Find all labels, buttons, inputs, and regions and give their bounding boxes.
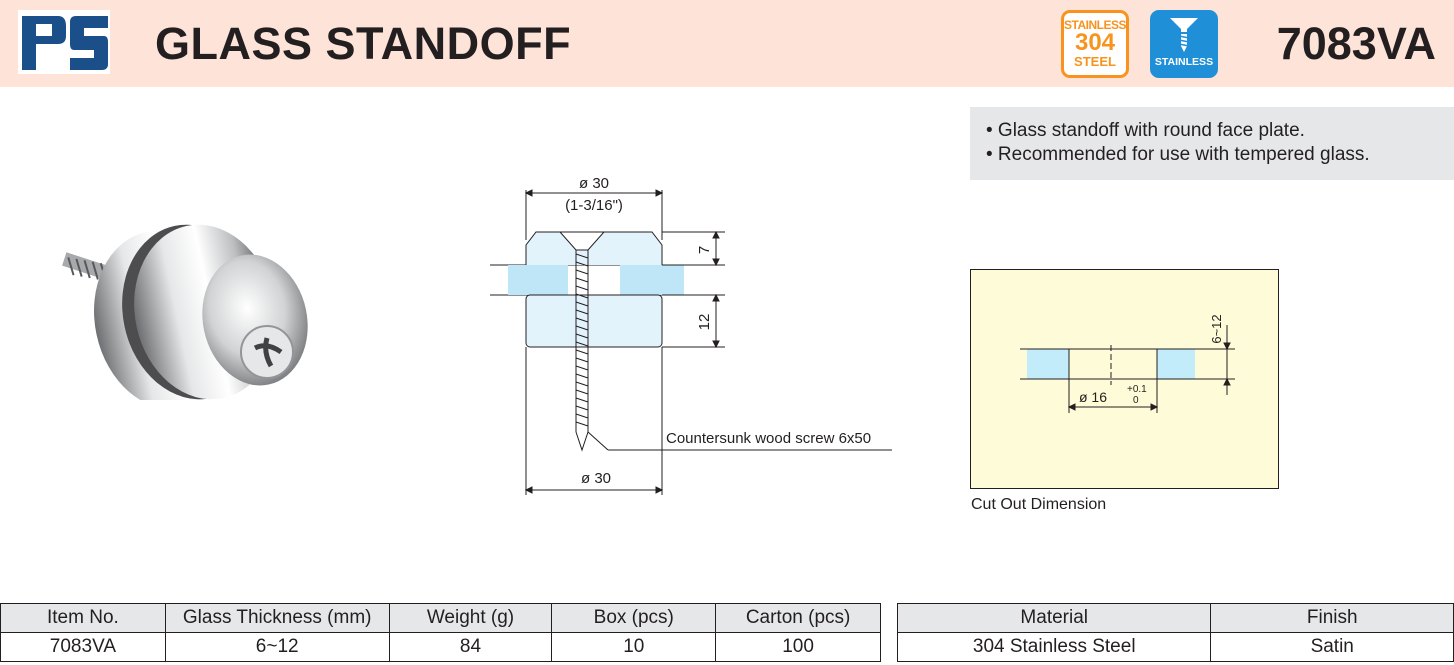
table-cell: Satin	[1210, 632, 1454, 662]
spec-table: Item No. Glass Thickness (mm) Weight (g)…	[0, 603, 881, 662]
col-header: Glass Thickness (mm)	[164, 603, 390, 633]
badge-stainless-label: STAINLESS	[1154, 56, 1214, 68]
page-title: GLASS STANDOFF	[155, 18, 572, 69]
cutout-hole: ø 16	[1079, 389, 1107, 405]
col-header: Carton (pcs)	[715, 603, 881, 633]
cutout-tol-plus: +0.1	[1127, 384, 1147, 395]
technical-drawing: ø 30 (1-3/16") 7 12 Countersunk wood scr…	[490, 175, 892, 495]
dim-top-inch: (1-3/16")	[565, 197, 623, 214]
col-header: Item No.	[0, 603, 166, 633]
dim-cap-height: 7	[696, 246, 713, 254]
table-cell: 100	[715, 632, 881, 662]
finish-table: Material Finish 304 Stainless Steel Sati…	[896, 603, 1454, 662]
note-item: • Glass standoff with round face plate.	[986, 120, 1305, 141]
dim-bottom-diameter: ø 30	[581, 470, 611, 487]
product-photo	[62, 224, 308, 400]
product-notes: • Glass standoff with round face plate. …	[970, 107, 1454, 180]
table-header-row: Item No. Glass Thickness (mm) Weight (g)…	[0, 603, 881, 633]
badge-line1: STAINLESS	[1064, 18, 1126, 32]
col-header: Finish	[1210, 603, 1454, 633]
cutout-thickness: 6~12	[1209, 314, 1224, 343]
table-cell: 6~12	[164, 632, 390, 662]
dim-base-height: 12	[696, 314, 713, 331]
col-header: Box (pcs)	[551, 603, 717, 633]
col-header: Weight (g)	[388, 603, 553, 633]
stainless-304-badge: STAINLESS 304 STEEL	[1061, 10, 1129, 78]
table-row: 7083VA 6~12 84 10 100	[0, 632, 881, 662]
model-number: 7083VA	[1276, 18, 1436, 69]
table-row: 304 Stainless Steel Satin	[896, 632, 1454, 662]
col-header: Material	[896, 603, 1212, 633]
stainless-screw-badge: STAINLESS	[1150, 10, 1218, 78]
badge-line3: STEEL	[1074, 54, 1116, 69]
table-cell: 10	[551, 632, 717, 662]
screw-icon	[1170, 18, 1198, 52]
badge-line2: 304	[1074, 29, 1116, 56]
table-cell: 84	[388, 632, 553, 662]
table-cell: 304 Stainless Steel	[896, 632, 1212, 662]
cutout-tol-zero: 0	[1133, 395, 1139, 406]
cutout-caption: Cut Out Dimension	[971, 496, 1107, 513]
table-cell: 7083VA	[0, 632, 166, 662]
header-bar: GLASS STANDOFF STAINLESS 304 STEEL STAIN…	[0, 0, 1454, 87]
screw-callout: Countersunk wood screw 6x50	[666, 430, 871, 447]
note-item: • Recommended for use with tempered glas…	[986, 144, 1370, 165]
company-logo-icon	[18, 10, 110, 74]
cutout-diagram: 6~12 ø 16 +0.1 0	[970, 269, 1279, 489]
table-header-row: Material Finish	[896, 603, 1454, 633]
dim-top-diameter: ø 30	[579, 175, 609, 192]
